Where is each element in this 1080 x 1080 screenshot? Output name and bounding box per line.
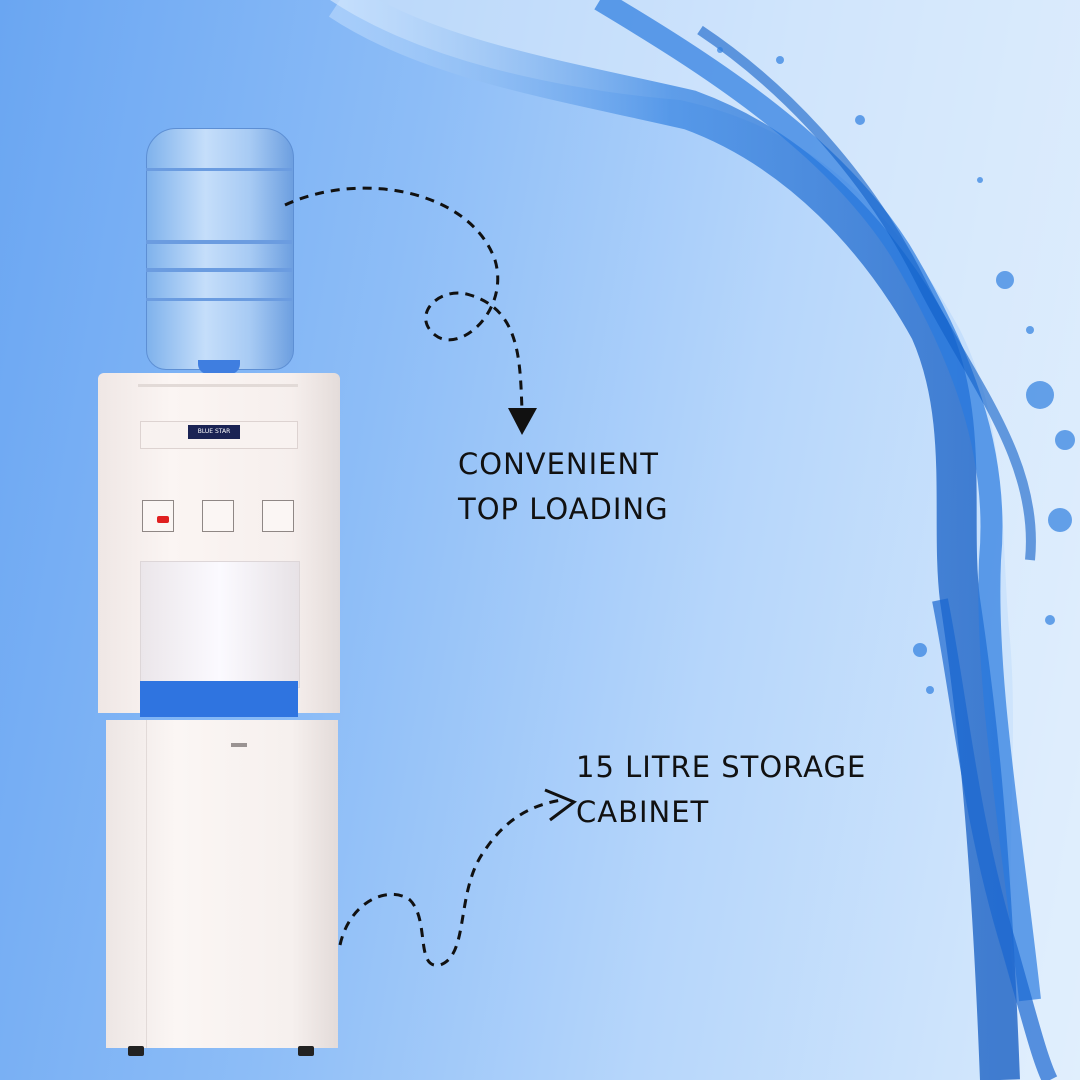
- bottle-neck: [198, 360, 240, 374]
- water-dispenser: BLUE STAR: [98, 128, 340, 1058]
- cold-water-button[interactable]: [262, 500, 294, 532]
- dispensing-area: [140, 561, 300, 688]
- storage-cabinet[interactable]: [106, 720, 338, 1048]
- drip-tray: [140, 681, 298, 717]
- feature-top-loading: CONVENIENT TOP LOADING: [458, 442, 669, 532]
- hot-water-button[interactable]: [142, 500, 174, 532]
- feature-storage-cabinet: 15 LITRE STORAGE CABINET: [576, 745, 866, 835]
- feature-storage-line1: 15 LITRE STORAGE: [576, 750, 867, 784]
- feature-storage-line2: CABINET: [576, 795, 710, 829]
- feature-top-loading-line2: TOP LOADING: [458, 492, 669, 526]
- feature-top-loading-line1: CONVENIENT: [458, 447, 659, 481]
- normal-water-button[interactable]: [202, 500, 234, 532]
- brand-logo: BLUE STAR: [188, 425, 240, 439]
